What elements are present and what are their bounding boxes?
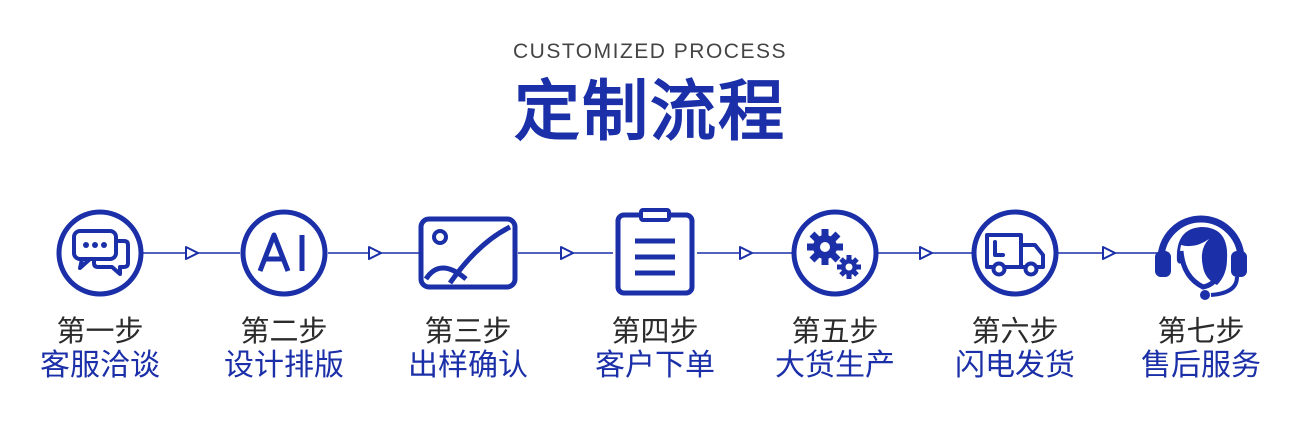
arrow-marker-4 <box>739 246 753 260</box>
ai-design-icon <box>240 209 328 297</box>
step-number-label: 第五步 <box>791 314 879 348</box>
process-step-7: 第七步 售后服务 <box>1111 205 1291 384</box>
step-name-label: 客户下单 <box>595 348 715 383</box>
header-subtitle: CUSTOMIZED PROCESS <box>513 40 787 63</box>
headset-support-icon <box>1155 215 1247 300</box>
arrow-marker-5 <box>919 246 933 260</box>
process-step-2: 第二步 设计排版 <box>194 205 374 384</box>
process-step-3: 第三步 出样确认 <box>378 205 558 384</box>
arrow-marker-2 <box>368 246 382 260</box>
step-number-label: 第三步 <box>424 314 512 348</box>
image-sample-icon <box>418 216 518 290</box>
arrow-marker-3 <box>560 246 574 260</box>
process-step-6: 第六步 闪电发货 <box>925 205 1105 384</box>
step-number-label: 第六步 <box>971 314 1059 348</box>
step-number-label: 第一步 <box>56 314 144 348</box>
gears-production-icon <box>791 209 879 297</box>
step-name-label: 大货生产 <box>775 348 895 383</box>
arrow-marker-1 <box>185 246 199 260</box>
step-number-label: 第四步 <box>611 314 699 348</box>
process-step-4: 第四步 客户下单 <box>565 205 745 384</box>
step-name-label: 出样确认 <box>408 348 528 383</box>
step-number-label: 第二步 <box>240 314 328 348</box>
step-number-label: 第七步 <box>1157 314 1245 348</box>
step-name-label: 闪电发货 <box>955 348 1075 383</box>
step-name-label: 售后服务 <box>1141 348 1261 383</box>
delivery-truck-icon <box>971 209 1059 297</box>
clipboard-order-icon <box>615 208 695 296</box>
step-name-label: 客服洽谈 <box>40 348 160 383</box>
process-step-5: 第五步 大货生产 <box>745 205 925 384</box>
process-step-1: 第一步 客服洽谈 <box>10 205 190 384</box>
step-name-label: 设计排版 <box>224 348 344 383</box>
arrow-marker-6 <box>1102 246 1116 260</box>
page-title: 定制流程 <box>514 73 786 150</box>
chat-bubbles-icon <box>56 209 144 297</box>
